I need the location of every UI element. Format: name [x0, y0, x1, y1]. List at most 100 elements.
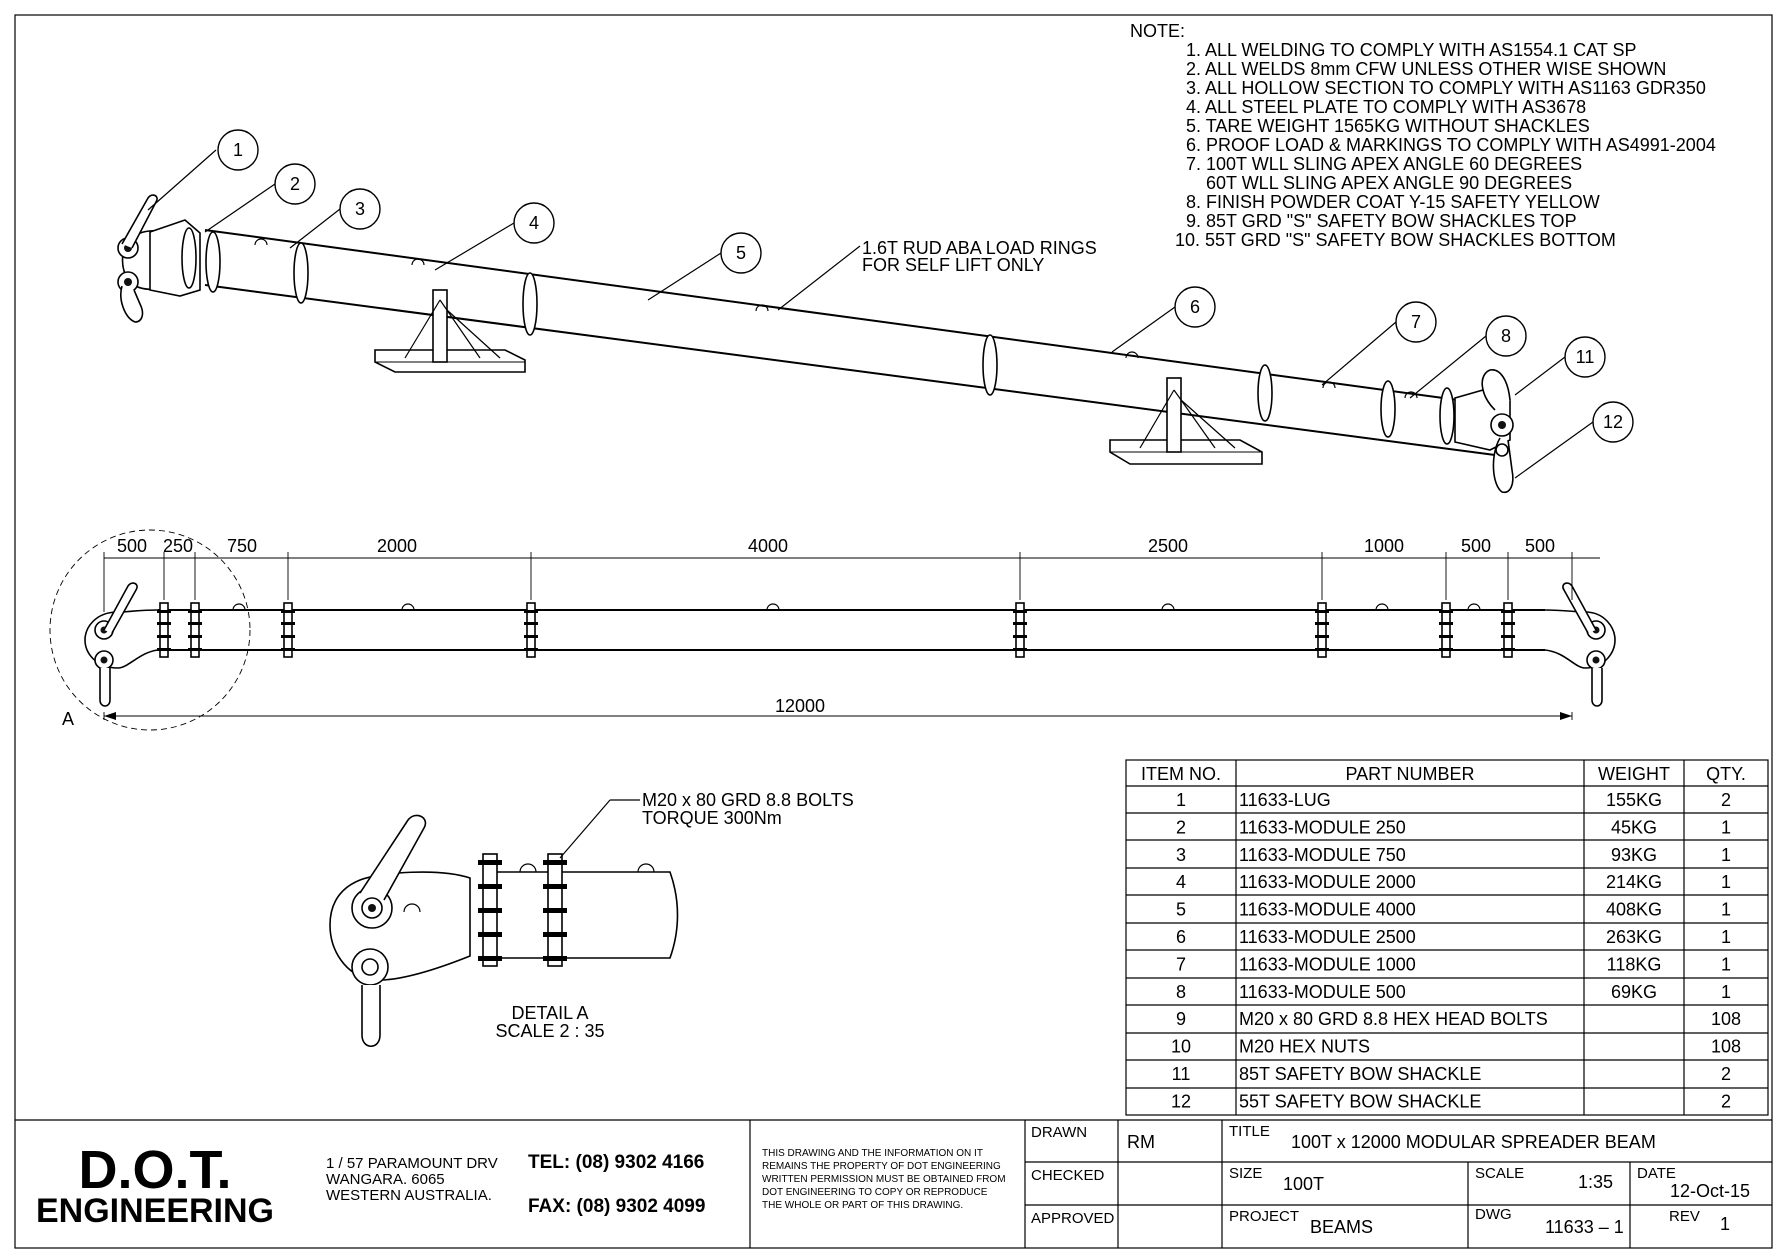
- bom-cell: 10: [1171, 1037, 1191, 1057]
- elev-left-lug: [84, 582, 159, 707]
- bom-header: ITEM NO.: [1141, 764, 1221, 784]
- bom-cell: 11633-MODULE 2500: [1239, 927, 1416, 947]
- note-line: 5. TARE WEIGHT 1565KG WITHOUT SHACKLES: [1186, 116, 1590, 136]
- dimension-label: 2000: [377, 536, 417, 556]
- callout-number: 12: [1603, 412, 1623, 432]
- note-line: 4. ALL STEEL PLATE TO COMPLY WITH AS3678: [1186, 97, 1586, 117]
- dwg-label: DWG: [1475, 1206, 1512, 1223]
- telephone: TEL: (08) 9302 4166: [528, 1152, 704, 1173]
- date-value: 12-Oct-15: [1670, 1181, 1750, 1201]
- elev-load-rings: [232, 603, 1481, 611]
- bom-cell: 214KG: [1606, 872, 1662, 892]
- bom-cell: 4: [1176, 872, 1186, 892]
- bom-header: PART NUMBER: [1345, 764, 1474, 784]
- bom-cell: 55T SAFETY BOW SHACKLE: [1239, 1091, 1481, 1111]
- detail-a-circle: [49, 529, 251, 731]
- note-line: 10. 55T GRD "S" SAFETY BOW SHACKLES BOTT…: [1175, 230, 1616, 250]
- dwg-value: 11633 – 1: [1545, 1217, 1624, 1237]
- dimension-label: 250: [163, 536, 193, 556]
- callout-number: 11: [1576, 347, 1595, 367]
- load-ring-note: FOR SELF LIFT ONLY: [862, 255, 1044, 275]
- bom-cell: 85T SAFETY BOW SHACKLE: [1239, 1064, 1481, 1084]
- bom-cell: 45KG: [1611, 817, 1657, 837]
- bom-cell: 108: [1711, 1037, 1741, 1057]
- dimension-label: 500: [117, 536, 147, 556]
- rev-label: REV: [1669, 1208, 1700, 1225]
- callout-balloon: [339, 188, 381, 230]
- bom-cell: 1: [1721, 927, 1731, 947]
- bom-row-lines: [1126, 785, 1768, 1089]
- dimension-label: 1000: [1364, 536, 1404, 556]
- project-value: BEAMS: [1310, 1217, 1373, 1237]
- callout-number: 4: [529, 213, 539, 233]
- stand-left: [374, 289, 526, 373]
- callout-number: 8: [1501, 326, 1511, 346]
- callout-number: 7: [1411, 312, 1421, 332]
- title-label: TITLE: [1229, 1123, 1270, 1140]
- bom-cell: 2: [1721, 790, 1731, 810]
- left-lug: [117, 194, 201, 323]
- callout-number: 5: [736, 243, 746, 263]
- beam-bottom-edge: [204, 284, 1496, 456]
- detail-a-view: M20 x 80 GRD 8.8 BOLTS TORQUE 300Nm DETA…: [329, 790, 854, 1048]
- callout-balloon: [1485, 315, 1527, 357]
- copyright-line: REMAINS THE PROPERTY OF DOT ENGINEERING: [762, 1161, 1001, 1172]
- copyright-line: THE WHOLE OR PART OF THIS DRAWING.: [762, 1200, 963, 1211]
- scale-value: 1:35: [1578, 1172, 1613, 1192]
- callout-balloon: [217, 129, 259, 171]
- drawn-value: RM: [1127, 1132, 1155, 1152]
- callout-number: 1: [233, 140, 243, 160]
- bom-cell: 1: [1721, 900, 1731, 920]
- bom-cell: 118KG: [1607, 954, 1662, 974]
- bom-cell: 9: [1176, 1009, 1186, 1029]
- bom-cell: 2: [1176, 817, 1186, 837]
- title-block: D.O.T. ENGINEERING 1 / 57 PARAMOUNT DRV …: [15, 1119, 1772, 1248]
- project-label: PROJECT: [1229, 1208, 1299, 1225]
- scale-label: SCALE: [1475, 1165, 1524, 1182]
- address-line: WESTERN AUSTRALIA.: [326, 1187, 492, 1204]
- note-line: 6. PROOF LOAD & MARKINGS TO COMPLY WITH …: [1186, 135, 1716, 155]
- callout-balloon: [274, 163, 316, 205]
- dimension-label: 2500: [1148, 536, 1188, 556]
- bom-cell: 6: [1176, 927, 1186, 947]
- dimension-label: 500: [1461, 536, 1491, 556]
- bom-cell: 69KG: [1611, 982, 1657, 1002]
- bom-cell: 1: [1176, 790, 1186, 810]
- elevation-view: A 500 250 750 2000 4000 2500 1000 500 50…: [49, 529, 1616, 731]
- note-line: 3. ALL HOLLOW SECTION TO COMPLY WITH AS1…: [1186, 78, 1706, 98]
- bolt-note: M20 x 80 GRD 8.8 BOLTS: [642, 790, 854, 810]
- bom-cell: 2: [1721, 1064, 1731, 1084]
- callout-balloon: [1592, 401, 1634, 443]
- iso-callouts: 1 2 3 4 5 1.6T RUD ABA LOAD RINGS FOR SE…: [147, 129, 1634, 479]
- iso-load-rings: [254, 238, 1418, 399]
- beam-top-edge: [204, 229, 1496, 406]
- elev-bolts: [157, 610, 1515, 651]
- elev-flanges: [159, 602, 1513, 658]
- bom-cell: 11633-MODULE 1000: [1239, 954, 1416, 974]
- rev-value: 1: [1720, 1214, 1730, 1234]
- detail-marker: A: [62, 709, 74, 729]
- overall-length-label: 12000: [775, 696, 825, 716]
- copyright-line: THIS DRAWING AND THE INFORMATION ON IT: [762, 1148, 983, 1159]
- dimension-label: 500: [1525, 536, 1555, 556]
- load-ring-note: 1.6T RUD ABA LOAD RINGS: [862, 238, 1097, 258]
- note-line: 8. FINISH POWDER COAT Y-15 SAFETY YELLOW: [1186, 192, 1600, 212]
- bom-cell: 1: [1721, 845, 1731, 865]
- bom-cell: 11633-MODULE 4000: [1239, 900, 1416, 920]
- callout-balloon: [720, 232, 762, 274]
- copyright-line: DOT ENGINEERING TO COPY OR REPRODUCE: [762, 1187, 988, 1198]
- bom-header: QTY.: [1706, 764, 1746, 784]
- bom-cell: 93KG: [1611, 845, 1657, 865]
- bom-cell: 11633-MODULE 500: [1239, 982, 1406, 1002]
- address-line: 1 / 57 PARAMOUNT DRV: [326, 1155, 498, 1172]
- bom-cell: 8: [1176, 982, 1186, 1002]
- bom-cell: 2: [1721, 1091, 1731, 1111]
- bom-cell: M20 HEX NUTS: [1239, 1037, 1370, 1057]
- size-value: 100T: [1283, 1174, 1324, 1194]
- callout-balloon: [1395, 301, 1437, 343]
- note-line: 9. 85T GRD "S" SAFETY BOW SHACKLES TOP: [1186, 211, 1577, 231]
- stand-right: [1109, 377, 1263, 465]
